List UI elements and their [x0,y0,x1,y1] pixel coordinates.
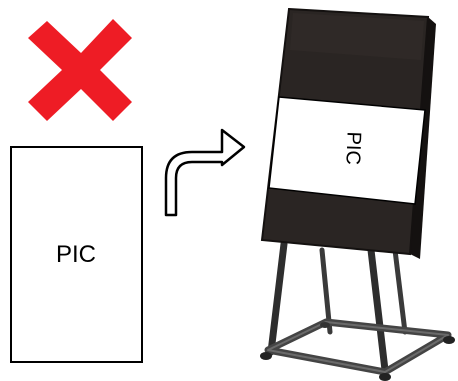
curved-arrow-right-icon [164,128,246,217]
floor-stand [260,240,455,381]
rotated-picture: PIC [268,96,426,205]
rotated-picture-label: PIC [341,131,364,165]
red-x-icon [28,19,132,121]
portrait-picture-label: PIC [56,241,96,268]
portrait-picture: PIC [10,146,143,363]
